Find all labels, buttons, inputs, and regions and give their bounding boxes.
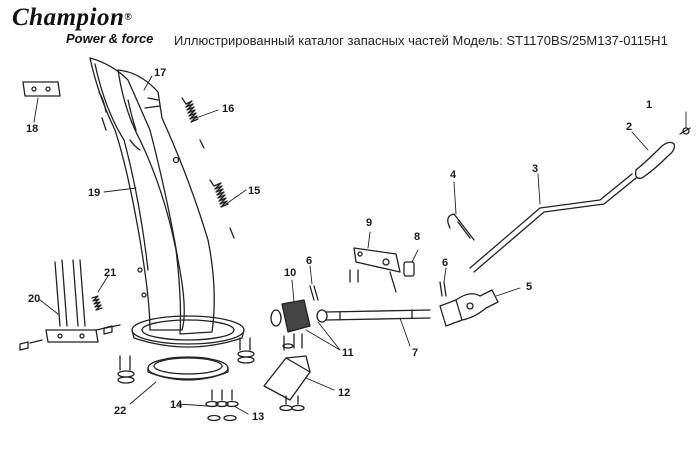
label-part-6-left: 6: [306, 255, 312, 267]
part-15-spring: [209, 179, 235, 239]
label-part-5: 5: [526, 281, 532, 293]
chute-base-ring: [131, 315, 245, 348]
label-part-18: 18: [26, 123, 38, 135]
brand-name: Champion®: [12, 4, 133, 31]
part-3-crank-rod: [469, 173, 637, 273]
part-19-chute: [89, 57, 185, 331]
part-13-14-hardware: [205, 389, 239, 422]
part-12-bracket: [263, 355, 311, 412]
label-part-14: 14: [170, 399, 183, 411]
bolt-stack-left: [117, 355, 135, 384]
label-part-12: 12: [338, 387, 350, 399]
part-9-bracket: [349, 247, 401, 293]
part-number-labels: 1 2 3 4 5 6 6 7 8 9 10 11 12 13 14 15 16…: [26, 67, 652, 423]
label-part-4: 4: [450, 169, 457, 181]
label-part-2: 2: [626, 121, 632, 133]
label-part-20: 20: [28, 293, 40, 305]
part-18-plate: [22, 81, 61, 97]
part-8-spring: [403, 261, 415, 277]
brand-tagline: Power & force: [66, 31, 154, 46]
part-2-grip: [634, 127, 691, 179]
label-part-21: 21: [104, 267, 116, 279]
part-16-spring: [181, 97, 205, 149]
part-4-hairpin: [447, 213, 475, 241]
label-part-22: 22: [114, 405, 126, 417]
part-22-ring: [147, 356, 229, 381]
part-5-universal-joint: [439, 289, 499, 327]
part-6-pin-right: [439, 281, 447, 297]
label-part-8: 8: [414, 231, 420, 243]
catalog-title: Иллюстрированный каталог запасных частей…: [174, 33, 668, 48]
label-part-6-right: 6: [442, 257, 448, 269]
label-part-17: 17: [154, 67, 166, 79]
part-10-gear: [270, 299, 328, 333]
label-part-3: 3: [532, 163, 538, 175]
label-part-10: 10: [284, 267, 296, 279]
label-part-11: 11: [342, 347, 354, 359]
part-17-deflector: [117, 69, 215, 335]
label-part-7: 7: [412, 347, 418, 359]
label-part-15: 15: [248, 185, 260, 197]
label-part-19: 19: [88, 187, 100, 199]
part-11-bolts: [282, 333, 303, 351]
brand-logo: Champion® Power & force: [12, 4, 162, 48]
part-7-shaft: [325, 309, 431, 321]
bolt-stack-right: [237, 337, 255, 364]
label-part-1: 1: [646, 99, 652, 111]
label-part-13: 13: [252, 411, 264, 423]
part-21-spring: [91, 295, 103, 311]
part-20-bracket: [19, 259, 121, 351]
label-part-16: 16: [222, 103, 234, 115]
part-6-pin-left: [309, 285, 319, 301]
label-part-9: 9: [366, 217, 372, 229]
leader-lines: [33, 75, 687, 415]
